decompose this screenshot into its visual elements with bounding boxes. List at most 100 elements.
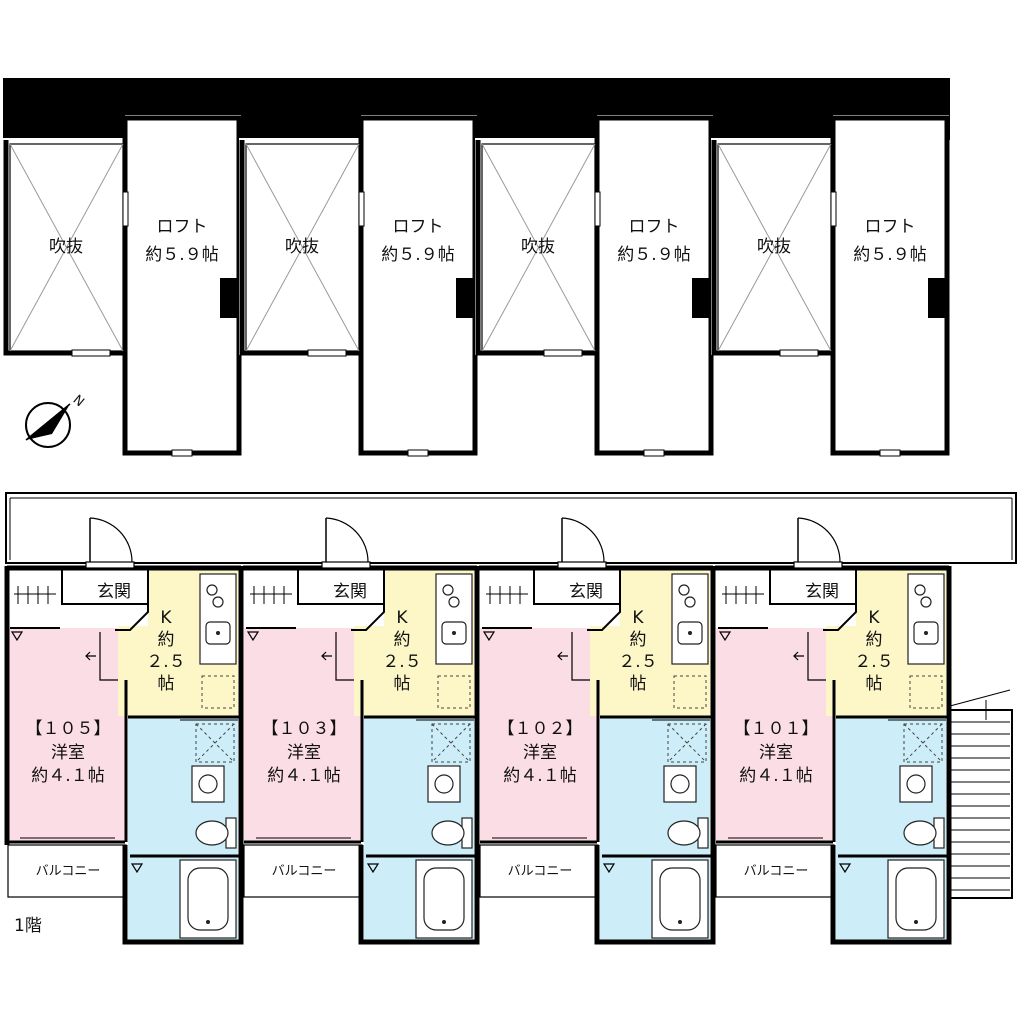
loft-label: ロフト <box>393 217 444 237</box>
entrance-box <box>533 570 621 605</box>
loft-wall <box>594 115 714 456</box>
stove-burner-icon <box>206 584 218 596</box>
western-room <box>480 628 597 842</box>
void-outline <box>481 143 596 352</box>
entrance-label: 玄関 <box>333 582 367 602</box>
kitchen-label: 約 <box>630 630 647 650</box>
sink-drain <box>216 631 220 635</box>
ladder-block <box>928 278 946 318</box>
loft-wall <box>122 115 242 456</box>
void-label: 吹抜 <box>49 237 83 257</box>
window <box>779 349 819 357</box>
loft-area-label: 約５.９帖 <box>381 245 454 265</box>
window <box>71 349 111 357</box>
ladder-block <box>220 278 238 318</box>
entrance-box <box>297 570 385 605</box>
void-cross <box>9 143 124 352</box>
floor-label: 1階 <box>14 916 42 936</box>
window <box>407 449 429 457</box>
void-label: 吹抜 <box>285 237 319 257</box>
entrance-area <box>534 570 620 626</box>
compass-ring <box>25 402 71 448</box>
sink-drain <box>688 631 692 635</box>
kitchen-label: 帖 <box>866 674 883 694</box>
void-cross <box>717 143 832 352</box>
stove-burner-icon <box>684 596 696 608</box>
void-cross <box>481 143 596 352</box>
fridge-space <box>201 675 235 709</box>
void-outline <box>9 143 124 352</box>
balcony-label: バルコニー <box>508 864 573 879</box>
unit-wall <box>358 566 480 945</box>
toilet-icon <box>431 820 465 846</box>
unit-wall <box>122 566 244 945</box>
unit-wall <box>594 566 716 945</box>
toilet-icon <box>195 820 229 846</box>
window <box>171 449 193 457</box>
stove-burner-icon <box>920 596 932 608</box>
window <box>643 449 665 457</box>
sink-drain <box>924 631 928 635</box>
loft-wall <box>830 115 950 456</box>
unit-number: 【１０１】 <box>734 719 819 739</box>
kitchen-counter <box>435 573 473 665</box>
fridge-space <box>673 675 707 709</box>
entrance-door-swing <box>325 517 369 563</box>
ladder-block <box>456 278 474 318</box>
room-area-label: 約４.１帖 <box>739 766 812 786</box>
kitchen-label: K <box>396 608 408 628</box>
stove-burner-icon <box>678 584 690 596</box>
void-label: 吹抜 <box>757 237 791 257</box>
fridge-space <box>909 675 943 709</box>
western-room <box>716 628 833 842</box>
window <box>543 349 583 357</box>
washer-space <box>195 723 235 763</box>
ladder-block <box>692 278 710 318</box>
stove-burner-icon <box>914 584 926 596</box>
kitchen-label: K <box>632 608 644 628</box>
window <box>122 191 129 227</box>
unit-number: 【１０３】 <box>262 719 347 739</box>
entrance-door-swing <box>797 517 841 563</box>
loft-area-label: 約５.９帖 <box>617 245 690 265</box>
washer-space <box>431 723 471 763</box>
fridge-space <box>437 675 471 709</box>
room-type-label: 洋室 <box>287 743 321 763</box>
loft-label: ロフト <box>629 217 680 237</box>
common-corridor <box>5 492 1017 564</box>
window <box>879 449 901 457</box>
entrance-door-swing <box>561 517 605 563</box>
kitchen-label: 約 <box>394 630 411 650</box>
loft-floor: 吹抜ロフト約５.９帖吹抜ロフト約５.９帖吹抜ロフト約５.９帖吹抜ロフト約５.９帖 <box>3 78 950 457</box>
loft-area-label: 約５.９帖 <box>145 245 218 265</box>
entrance-box <box>61 570 149 605</box>
void-outline <box>245 143 360 352</box>
stove-burner-icon <box>448 596 460 608</box>
window <box>358 191 365 227</box>
room-area-label: 約４.１帖 <box>503 766 576 786</box>
kitchen-label: 約 <box>158 630 175 650</box>
stove-burner-icon <box>442 584 454 596</box>
kitchen-area-label: ２.５ <box>146 652 185 672</box>
compass-needle <box>25 403 71 441</box>
unit-number: 【１０２】 <box>498 719 583 739</box>
window <box>307 349 347 357</box>
kitchen-counter <box>671 573 709 665</box>
kitchen-area-label: ２.５ <box>618 652 657 672</box>
entrance-area <box>298 570 384 626</box>
room-type-label: 洋室 <box>523 743 557 763</box>
western-room <box>244 628 361 842</box>
washer-space <box>667 723 707 763</box>
stove-burner-icon <box>212 596 224 608</box>
first-floor: 玄関K約２.５帖【１０５】洋室約４.１帖バルコニー玄関K約２.５帖【１０３】洋室… <box>4 492 1017 945</box>
entrance-box <box>769 570 857 605</box>
unit-wall <box>830 566 952 945</box>
